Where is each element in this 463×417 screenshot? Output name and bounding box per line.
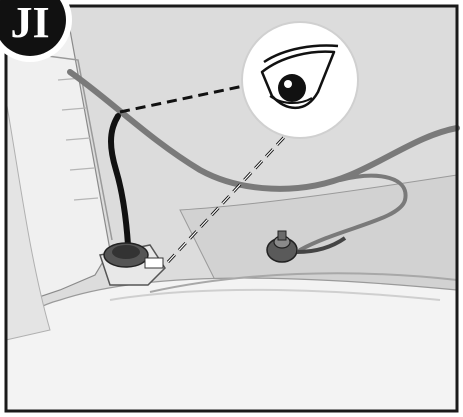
section-badge-label: JI xyxy=(10,0,49,47)
front-panel xyxy=(6,278,457,411)
eye-callout xyxy=(242,22,358,138)
